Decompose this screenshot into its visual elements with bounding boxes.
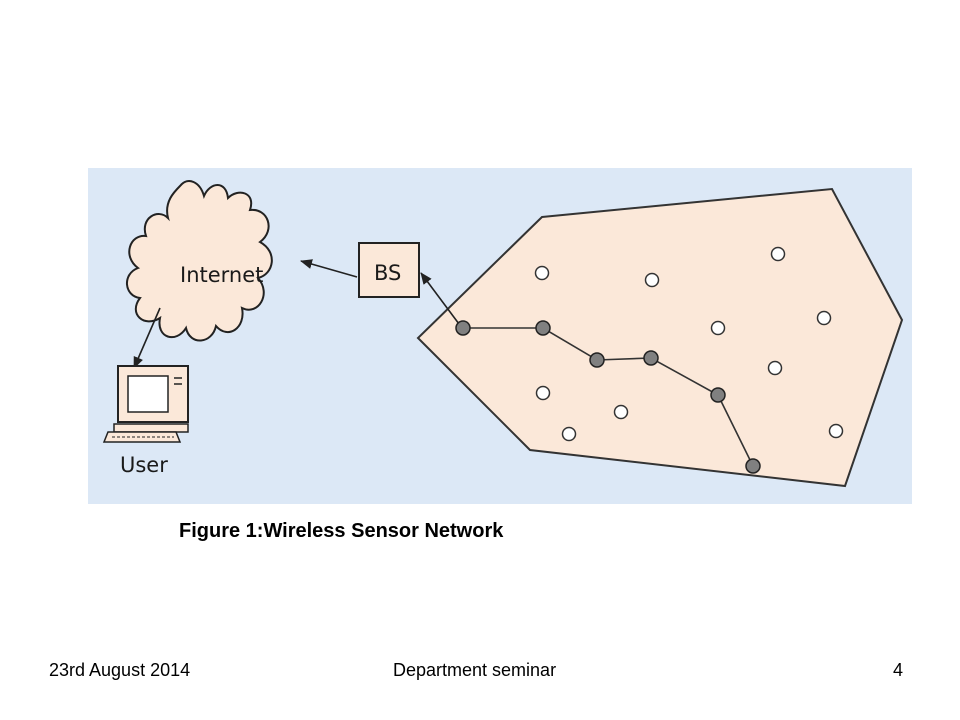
sensor-node-idle (770, 246, 786, 262)
arrow-node-to-bs (420, 272, 463, 329)
sensor-node-idle (644, 272, 660, 288)
sensor-node-active (455, 320, 471, 336)
sensor-node-idle (613, 404, 629, 420)
routing-path (463, 327, 754, 467)
sensor-node-idle (710, 320, 726, 336)
sensor-node-idle (535, 385, 551, 401)
base-station-label: BS (374, 261, 401, 285)
sensor-node-active (643, 350, 659, 366)
sensor-field-region (416, 187, 904, 488)
footer-title: Department seminar (393, 660, 557, 680)
sensor-node-active (710, 387, 726, 403)
page-number: 4 (893, 660, 904, 680)
figure-caption: Figure 1:Wireless Sensor Network (179, 520, 504, 542)
sensor-node-active (745, 458, 761, 474)
cloud-icon (126, 180, 273, 342)
computer-icon (102, 365, 189, 443)
base-station-box (358, 242, 420, 298)
user-label: User (120, 453, 168, 477)
sensor-node-active (589, 352, 605, 368)
footer-date: 23rd August 2014 (49, 660, 191, 680)
sensor-node-idle (767, 360, 783, 376)
sensor-node-active (535, 320, 551, 336)
internet-label: Internet (180, 263, 263, 287)
wsn-diagram: Internet BS User (88, 168, 912, 504)
sensor-node-idle (828, 423, 844, 439)
arrow-bs-to-internet (300, 259, 358, 278)
sensor-node-idle (561, 426, 577, 442)
sensor-node-idle (816, 310, 832, 326)
arrow-internet-to-user (133, 307, 161, 369)
sensor-node-idle (534, 265, 550, 281)
